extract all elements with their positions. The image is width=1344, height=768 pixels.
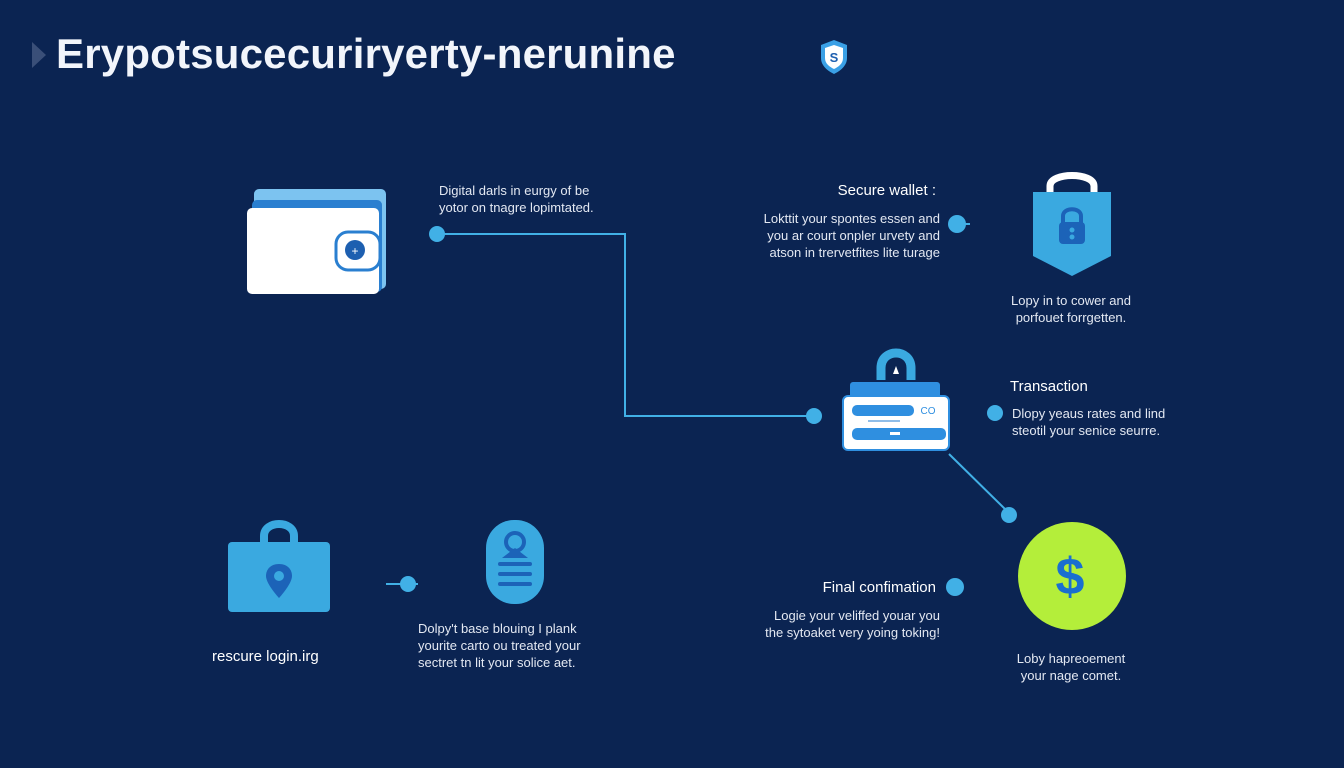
lock-shield-description-line-2: porfouet forrgetten. (1015, 310, 1127, 325)
shield-badge-letter: S (830, 50, 839, 65)
wallet-icon: + (247, 189, 386, 294)
badge-description-line-3: sectret tn lit your solice aet. (418, 655, 576, 670)
badge-description: Dolpy't base blouing I plank yourite car… (418, 620, 581, 671)
dollar-coin-description-line-2: your nage comet. (1020, 668, 1122, 683)
page-title: Erypotsucecuriryerty-nerunine (56, 30, 676, 77)
connector-dot-final (946, 578, 964, 596)
connector-wallet-to-transaction (437, 233, 814, 417)
svg-text:+: + (351, 244, 358, 258)
chevron-right-icon (32, 42, 46, 68)
dollar-coin-icon: $ (1018, 522, 1126, 630)
wallet-description-line-1: Digital darls in eurgy of be (439, 183, 590, 198)
secure-wallet-description-line-1: Lokttit your spontes essen and (763, 211, 940, 226)
dollar-coin-description: Loby hapreoement your nage comet. (996, 650, 1146, 684)
badge-description-line-2: yourite carto ou treated your (418, 638, 581, 653)
dollar-coin-symbol: $ (1056, 548, 1085, 606)
connector-dot-secure-wallet (948, 215, 966, 233)
connector-dot-transaction-left (806, 408, 822, 424)
final-confirmation-heading: Final confimation (822, 579, 936, 596)
wallet-description: Digital darls in eurgy of be yotor on tn… (439, 182, 594, 216)
secure-wallet-heading: Secure wallet : (837, 182, 936, 199)
location-bag-icon (228, 520, 330, 612)
transaction-description-line-2: steotil your senice seurre. (1012, 423, 1161, 438)
dollar-coin-description-line-1: Loby hapreoement (1016, 651, 1126, 666)
transaction-card-code: CO (921, 406, 936, 417)
lock-shield-description: Lopy in to cower and porfouet forrgetten… (996, 292, 1146, 326)
secure-login-label: rescure login.irg (212, 648, 319, 665)
connector-dot-coin (1001, 507, 1017, 523)
transaction-description-line-1: Dlopy yeaus rates and lind (1012, 406, 1166, 421)
final-confirmation-description: Logie your veliffed youar you the sytoak… (765, 607, 940, 641)
transaction-description: Dlopy yeaus rates and lind steotil your … (1012, 405, 1165, 439)
id-badge-icon (486, 520, 544, 604)
transaction-heading: Transaction (1010, 378, 1088, 395)
connector-dot-login (400, 576, 416, 592)
final-confirmation-description-line-1: Logie your veliffed youar you (774, 608, 940, 623)
shield-icon: S (821, 40, 847, 74)
secure-wallet-description-line-3: atson in trervetfites lite turage (769, 245, 940, 260)
lock-shield-description-line-1: Lopy in to cower and (1011, 293, 1131, 308)
transaction-card-icon: CO (842, 348, 950, 451)
wallet-description-line-2: yotor on tnagre lopimtated. (439, 200, 594, 215)
connector-dot-transaction-right (987, 405, 1003, 421)
secure-wallet-description: Lokttit your spontes essen and you ar co… (764, 210, 940, 261)
connector-dot-wallet (429, 226, 445, 242)
final-confirmation-description-line-2: the sytoaket very yoing toking! (765, 625, 940, 640)
badge-description-line-1: Dolpy't base blouing I plank (418, 621, 577, 636)
secure-wallet-description-line-2: you ar court onpler urvety and (767, 228, 940, 243)
lock-shield-icon (1033, 172, 1111, 276)
connector-transaction-to-coin (948, 453, 1007, 511)
